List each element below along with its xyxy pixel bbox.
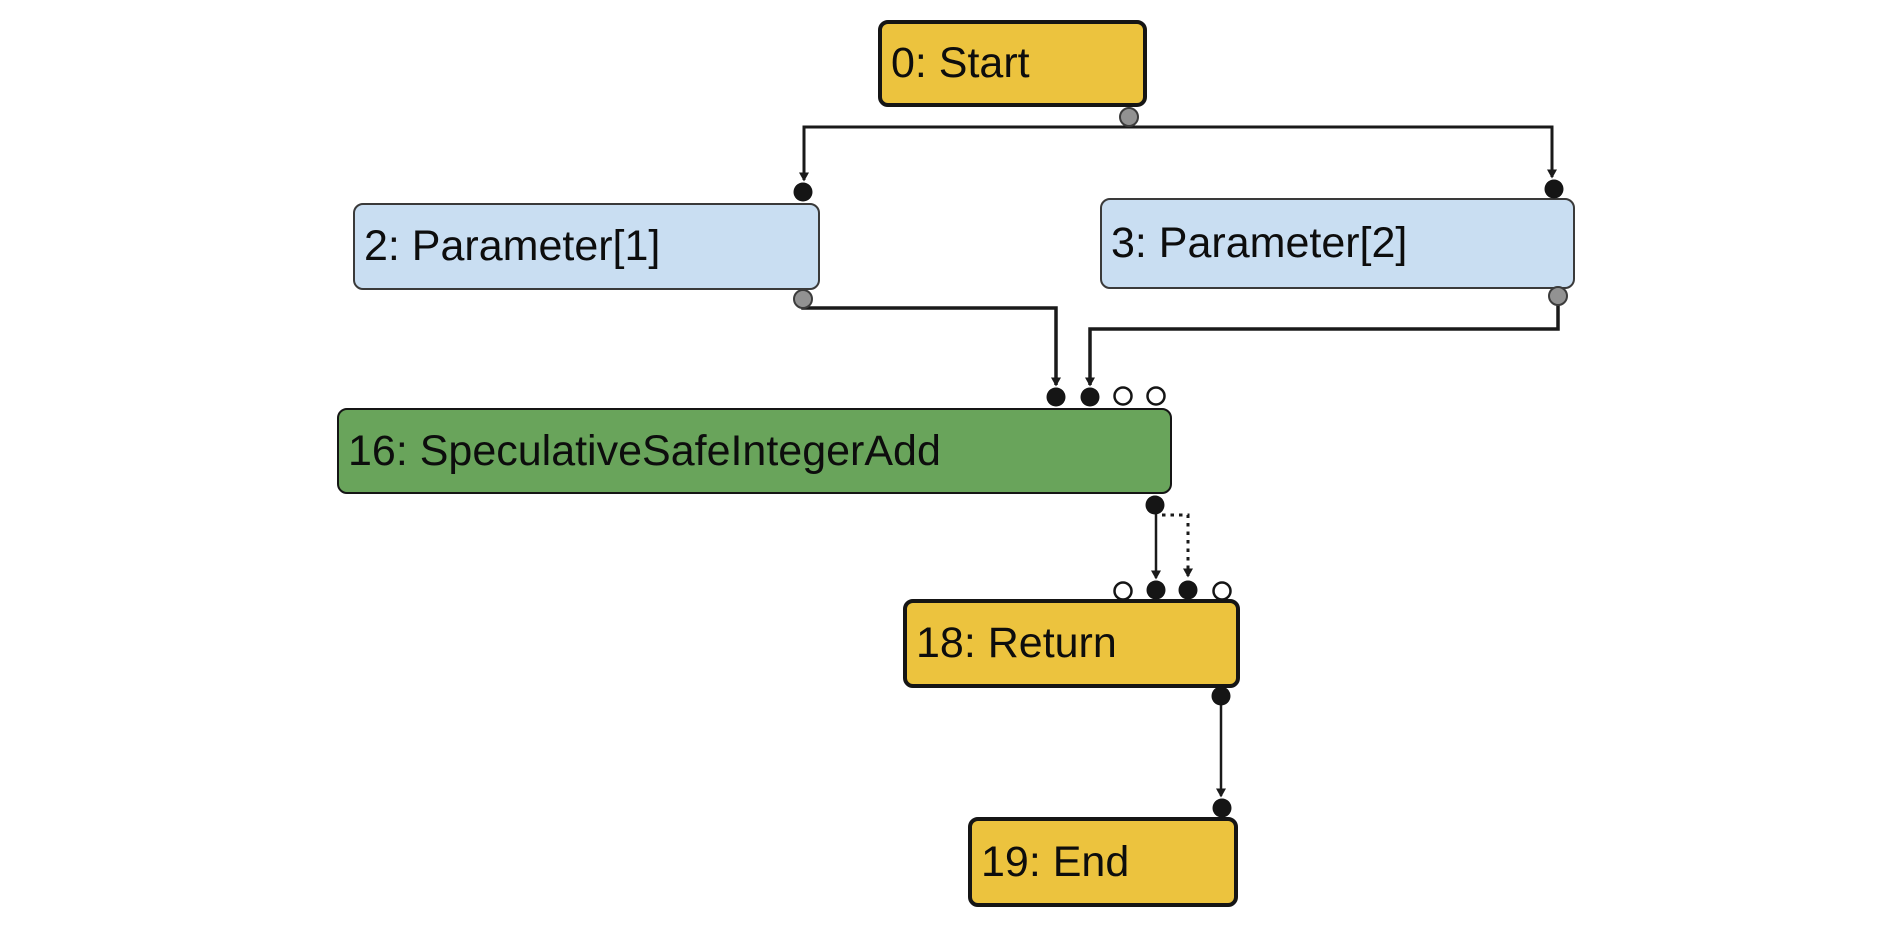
add-unused-port-2-icon	[1146, 386, 1166, 406]
node-return[interactable]: 18: Return	[903, 599, 1240, 688]
return-input-port-1-icon	[1146, 580, 1166, 600]
edge-start-to-param1	[799, 121, 1131, 182]
return-output-port-icon	[1211, 686, 1231, 706]
node-return-label: 18: Return	[916, 619, 1117, 667]
edge-start-to-param2	[1127, 121, 1557, 179]
edge-param2-to-add	[1085, 304, 1560, 387]
node-end[interactable]: 19: End	[968, 817, 1238, 907]
add-output-port-icon	[1145, 495, 1165, 515]
param2-output-port-icon	[1548, 286, 1568, 306]
node-parameter-2[interactable]: 3: Parameter[2]	[1100, 198, 1575, 289]
node-parameter-1-label: 2: Parameter[1]	[364, 222, 661, 270]
param1-output-port-icon	[793, 289, 813, 309]
end-input-port-icon	[1212, 798, 1232, 818]
edge-param1-to-add	[801, 306, 1061, 387]
node-start[interactable]: 0: Start	[878, 20, 1147, 107]
node-start-label: 0: Start	[891, 39, 1030, 87]
param2-input-port-icon	[1544, 179, 1564, 199]
add-input-port-1-icon	[1046, 387, 1066, 407]
node-speculative-safe-integer-add-label: 16: SpeculativeSafeIntegerAdd	[348, 426, 941, 475]
edge-add-to-return-effect	[1162, 513, 1193, 578]
return-input-port-2-icon	[1178, 580, 1198, 600]
add-unused-port-1-icon	[1113, 386, 1133, 406]
start-output-port-icon	[1119, 107, 1139, 127]
return-unused-port-1-icon	[1113, 581, 1133, 601]
return-unused-port-2-icon	[1212, 581, 1232, 601]
node-speculative-safe-integer-add[interactable]: 16: SpeculativeSafeIntegerAdd	[337, 408, 1172, 494]
add-input-port-2-icon	[1080, 387, 1100, 407]
param1-input-port-icon	[793, 182, 813, 202]
node-parameter-2-label: 3: Parameter[2]	[1111, 219, 1408, 267]
node-end-label: 19: End	[981, 837, 1130, 886]
node-parameter-1[interactable]: 2: Parameter[1]	[353, 203, 820, 290]
